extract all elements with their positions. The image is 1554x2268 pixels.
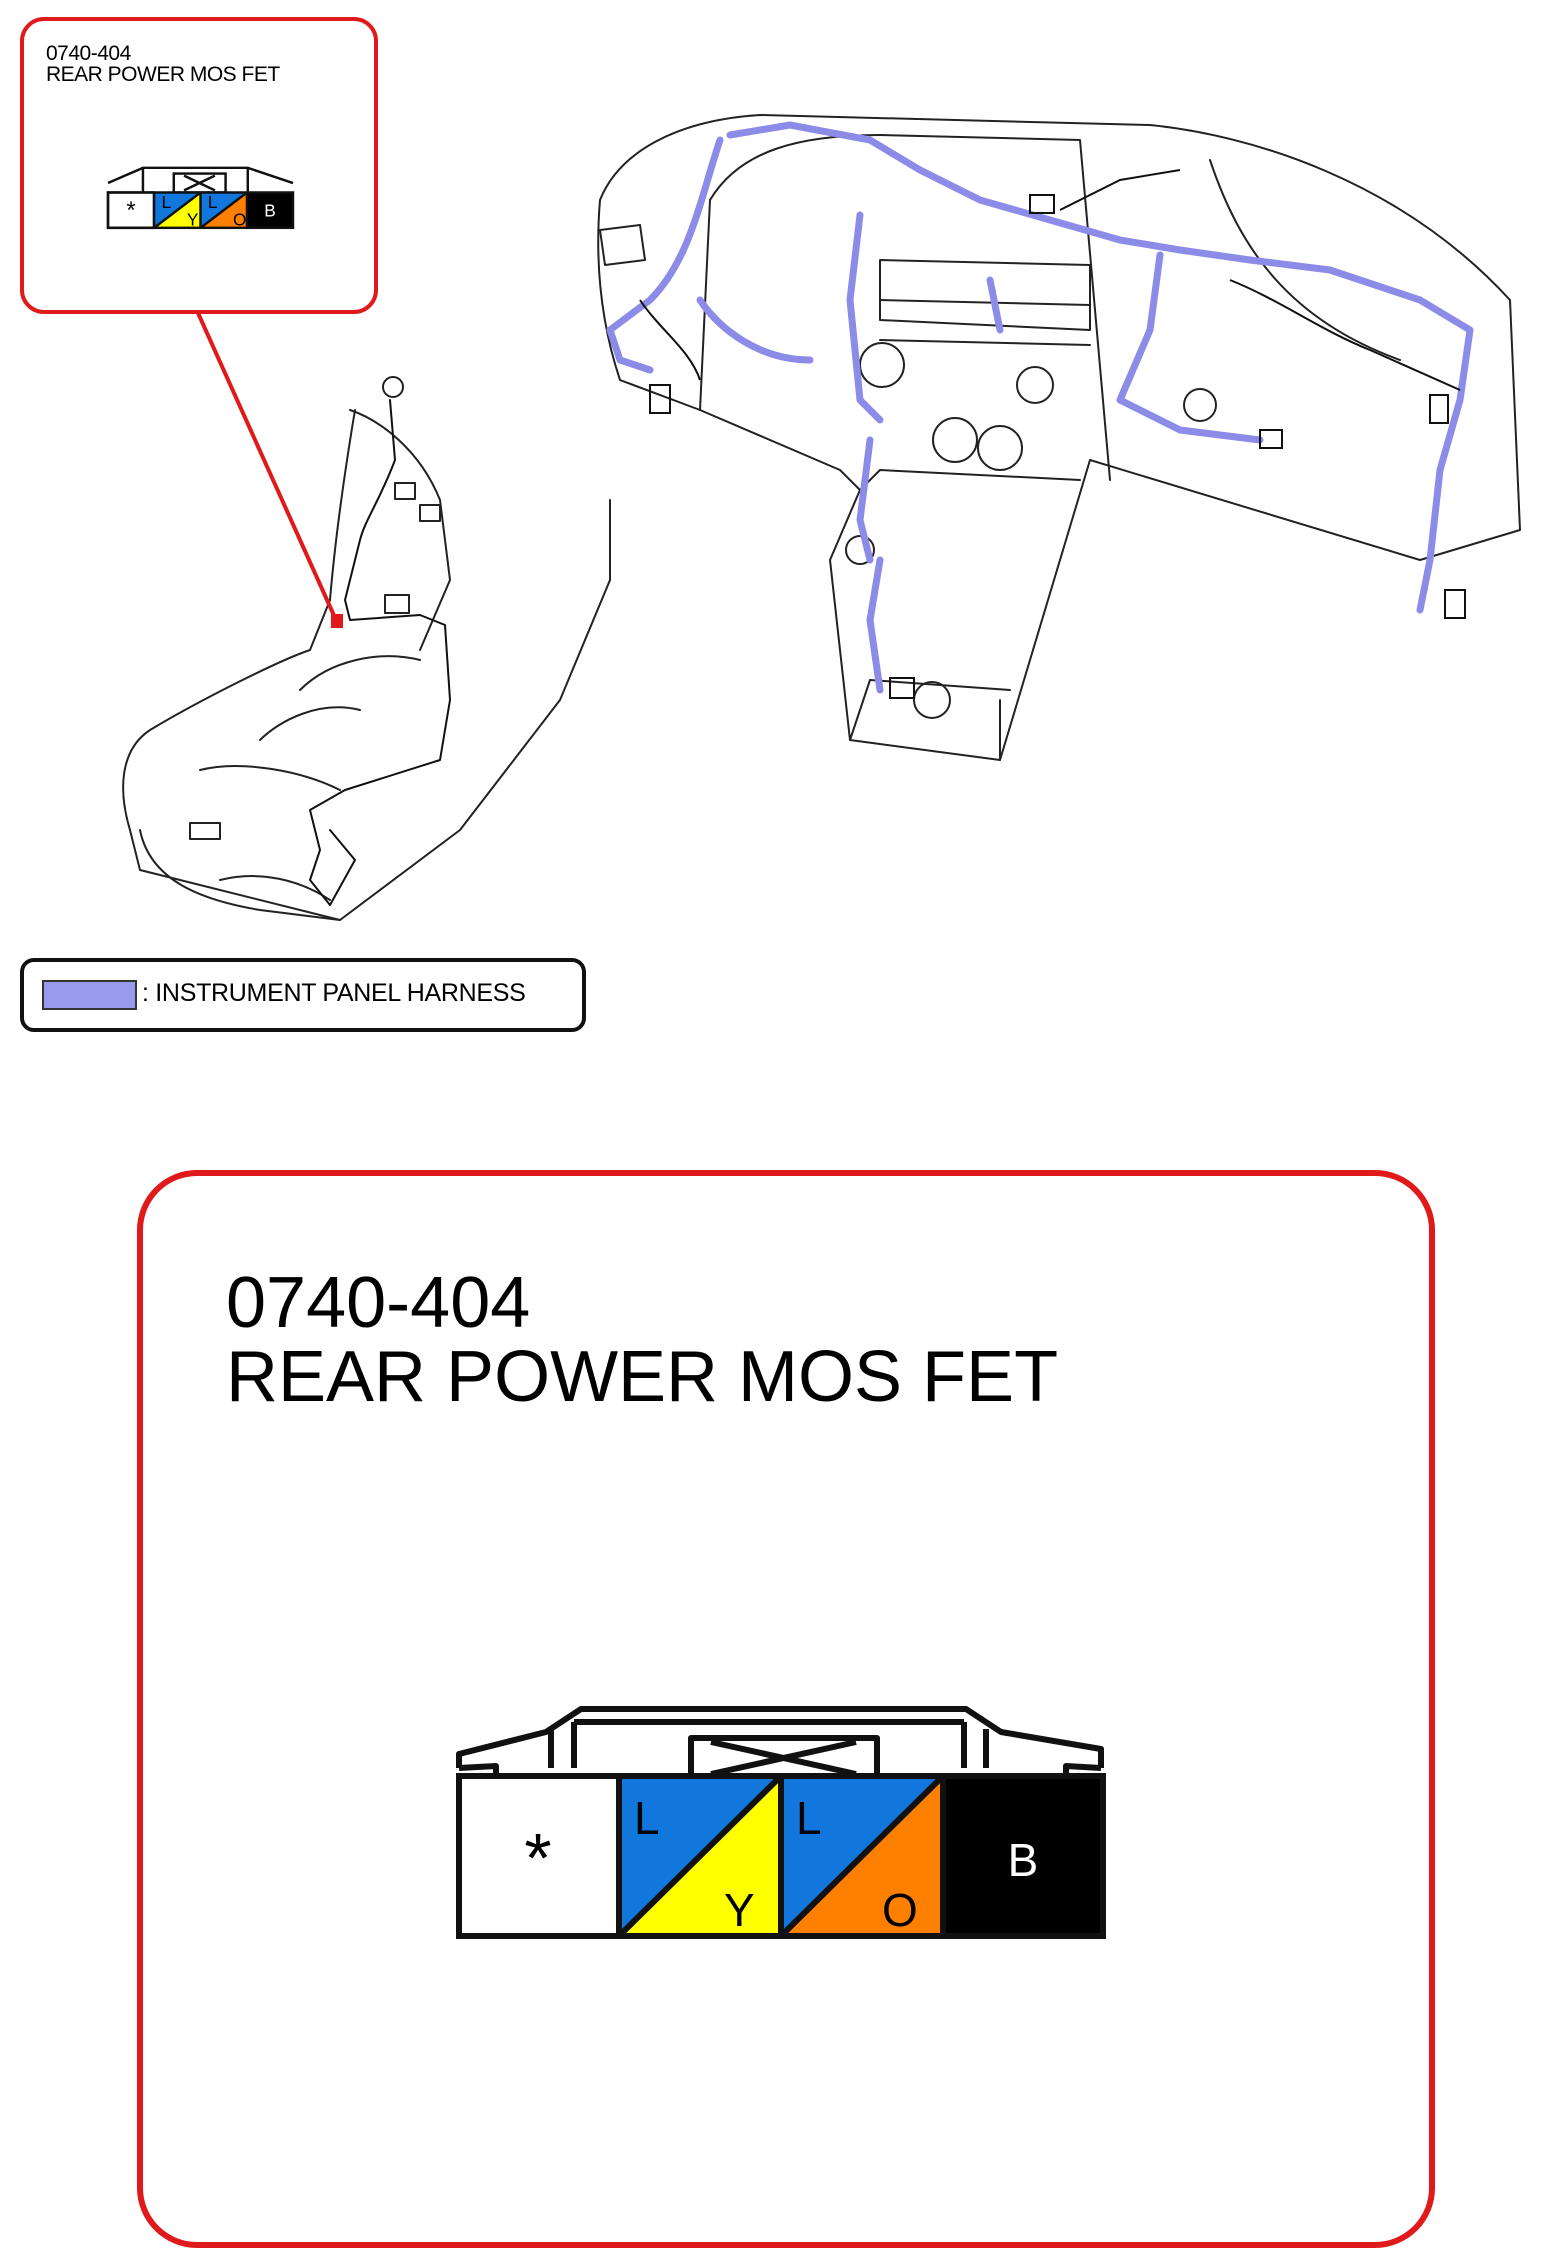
pin-1-mark: * [524,1819,551,1897]
connector-name-large: REAR POWER MOS FET [226,1337,1059,1417]
svg-text:L: L [208,192,218,212]
pin-4-cell [943,1776,1103,1936]
seat-wire [309,399,451,906]
dashboard-outline [597,114,1521,761]
svg-text:*: * [126,197,135,224]
svg-text:B: B [264,200,276,220]
pin-2-bottom-label: Y [724,1884,755,1936]
legend-swatch [42,980,137,1010]
pin-3-top-label: L [796,1792,822,1844]
pin-2-top-label: L [634,1792,660,1844]
harness-legend: : INSTRUMENT PANEL HARNESS [20,958,586,1032]
pin-4-label: B [1008,1834,1039,1886]
connector-face-large: * L Y L O B [456,1706,1106,1939]
pin-1-cell [459,1776,619,1936]
instrument-panel-harness [606,121,1474,694]
connector-callout-small: 0740-404 REAR POWER MOS FET * L Y L O B [20,17,378,314]
svg-text:L: L [161,192,171,212]
callout-leader-line [196,312,343,628]
svg-text:Y: Y [187,209,199,229]
pin-3-bottom-label: O [882,1884,918,1936]
svg-text:O: O [233,209,246,229]
connector-code-large: 0740-404 [226,1263,531,1343]
connector-callout-large: 0740-404 REAR POWER MOS FET [137,1170,1435,2248]
connector-code: 0740-404 [46,42,131,65]
legend-label: : INSTRUMENT PANEL HARNESS [142,979,526,1007]
connector-name: REAR POWER MOS FET [46,63,280,86]
vehicle-wiring-illustration [122,114,1521,921]
connector-face-small: * L Y L O B [106,166,295,229]
connector-housing [456,1706,1104,1768]
seat-outline [122,409,611,921]
